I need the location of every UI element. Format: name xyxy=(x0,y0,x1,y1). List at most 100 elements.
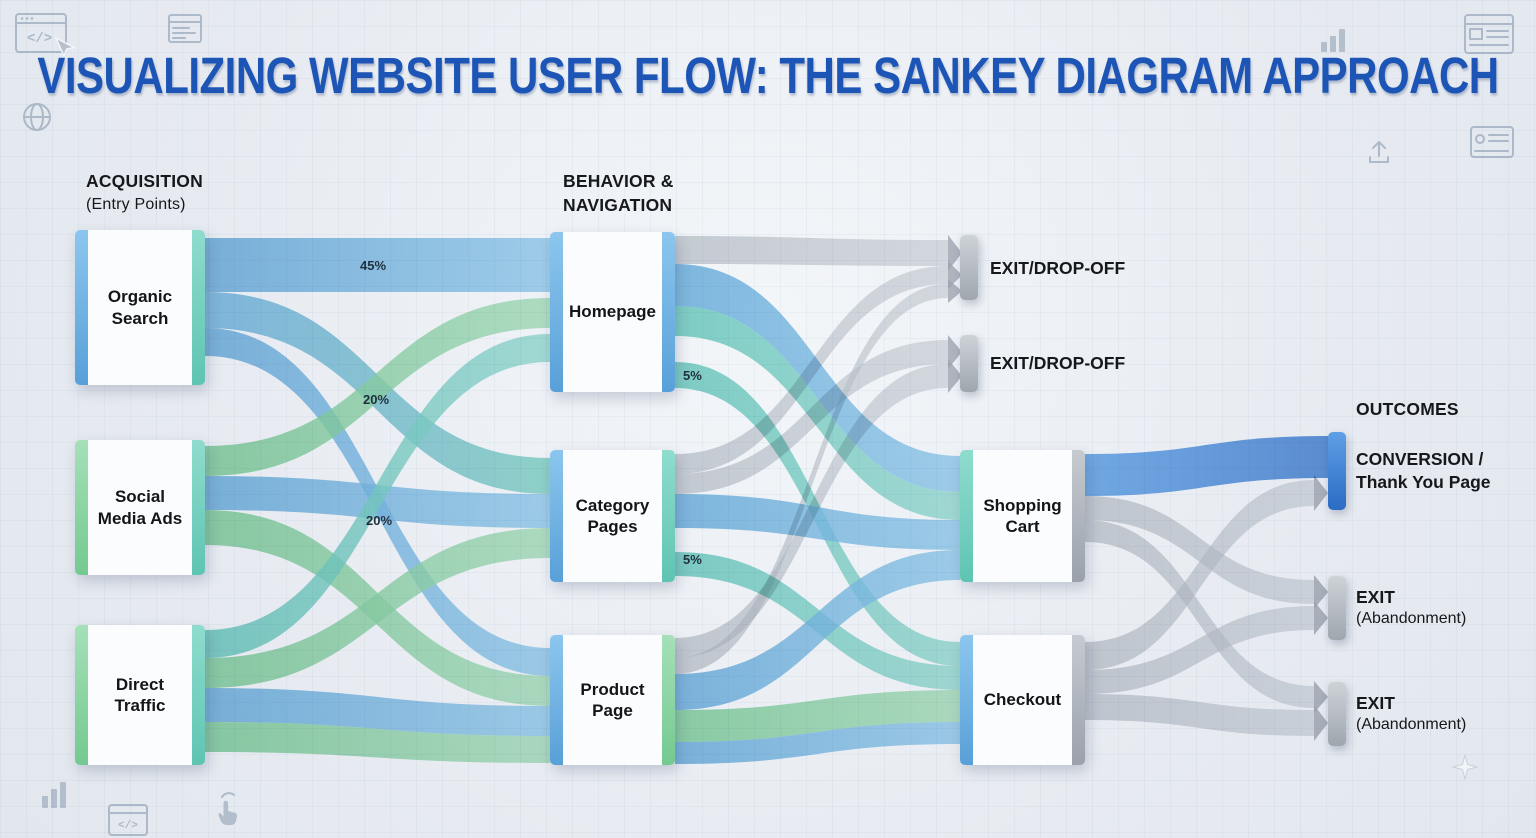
code-window-icon: </> xyxy=(108,804,148,836)
page-title-text: VISUALIZING WEBSITE USER FLOW: THE SANKE… xyxy=(37,46,1499,105)
node-label: Homepage xyxy=(550,232,675,392)
flow-label-organic-category: 20% xyxy=(363,392,390,407)
arrow-checkout-conversion xyxy=(1314,475,1328,511)
arrow-category-exit-mid xyxy=(948,335,962,369)
node-label-line: Checkout xyxy=(983,690,1062,710)
flow-direct-homepage xyxy=(205,334,550,658)
behavior-title-line2: NAVIGATION xyxy=(563,194,673,215)
label-abandonment-text: (Abandonment) xyxy=(1356,609,1467,627)
node-edge-right xyxy=(192,625,205,765)
node-label-line: Social xyxy=(114,487,166,507)
arrow-product-exit-top xyxy=(948,279,962,303)
touch-gesture-icon xyxy=(218,792,238,825)
node-edge-left xyxy=(75,625,88,765)
node-edge-left xyxy=(960,450,973,582)
flow-checkout-exit-upper xyxy=(1085,606,1314,694)
acquisition-subtitle: (Entry Points) xyxy=(86,195,186,213)
flow-direct-category xyxy=(205,528,550,688)
flow-product-exit-top xyxy=(675,284,948,674)
exit-bar-top xyxy=(960,235,978,300)
node-label-line: Organic xyxy=(107,287,173,307)
label-conversion-line1: CONVERSION / xyxy=(1356,449,1484,469)
upload-icon xyxy=(1369,141,1389,163)
node-label-line: Homepage xyxy=(569,302,656,322)
arrow-homepage-exit-top xyxy=(948,235,962,271)
label-exit-mid-text: EXIT/DROP-OFF xyxy=(990,353,1126,373)
sparkle-icon xyxy=(1452,754,1478,780)
node-label: Checkout xyxy=(960,635,1085,765)
node-label-line: Shopping xyxy=(983,495,1062,515)
arrow-cart-exit-lower xyxy=(1314,681,1328,713)
node-edge-left xyxy=(550,635,563,765)
browser-icon xyxy=(168,14,202,43)
node-edge-right xyxy=(192,440,205,575)
node-label-line: Product xyxy=(580,679,645,699)
flow-direct-product-1 xyxy=(205,688,550,736)
conversion-bar xyxy=(1328,432,1346,510)
node-label-line: Traffic xyxy=(114,696,166,715)
bar-chart-icon xyxy=(1321,29,1345,52)
node-edge-right xyxy=(662,635,675,765)
flow-homepage-exit-top xyxy=(675,236,948,266)
browser-window-icon xyxy=(1464,14,1514,54)
arrow-checkout-exit-upper xyxy=(1314,601,1328,635)
flow-label-homepage-checkout: 5% xyxy=(683,368,702,383)
column-header-outcomes: OUTCOMES xyxy=(1356,398,1459,422)
flow-label-organic-homepage: 45% xyxy=(360,258,387,273)
flow-cart-conversion xyxy=(1085,436,1328,496)
exit-abandonment-bar-upper xyxy=(1328,576,1346,640)
label-exit-text: EXIT xyxy=(1356,693,1395,713)
label-exit-abandonment-upper: EXIT (Abandonment) xyxy=(1356,586,1466,630)
node-edge-left xyxy=(550,450,563,582)
code-window-icon: </> xyxy=(15,13,77,59)
node-label-line: Category xyxy=(575,495,650,515)
flow-organic-homepage xyxy=(205,238,550,292)
label-exit-text: EXIT xyxy=(1356,587,1395,607)
svg-text:</>: </> xyxy=(118,820,138,832)
node-edge-left xyxy=(550,232,563,392)
node-checkout: Checkout xyxy=(960,635,1085,765)
column-header-acquisition: ACQUISITION (Entry Points) xyxy=(86,170,203,215)
node-label-line: Pages xyxy=(587,517,638,536)
node-homepage: Homepage xyxy=(550,232,675,392)
node-label-line: Page xyxy=(592,701,633,720)
acquisition-flow-group xyxy=(205,238,550,763)
exit-abandonment-bar-lower xyxy=(1328,682,1346,746)
flow-cart-exit-lower xyxy=(1085,520,1314,708)
flow-label-social-category: 20% xyxy=(366,513,393,528)
outcome-flow-group xyxy=(1085,436,1328,496)
behavior-flow-group xyxy=(675,264,960,764)
page-title: VISUALIZING WEBSITE USER FLOW: THE SANKE… xyxy=(0,47,1536,104)
flow-checkout-exit-lower xyxy=(1085,694,1314,736)
label-exit-abandonment-lower: EXIT (Abandonment) xyxy=(1356,692,1466,736)
node-label-line: Media Ads xyxy=(97,508,183,528)
svg-text:</>: </> xyxy=(27,31,52,47)
label-exit-top: EXIT/DROP-OFF xyxy=(990,257,1125,280)
flow-product-cart xyxy=(675,550,960,710)
flow-checkout-conversion xyxy=(1085,480,1314,670)
label-exit-mid: EXIT/DROP-OFF xyxy=(990,352,1125,375)
node-label-line: Cart xyxy=(1005,517,1040,536)
flow-category-cart xyxy=(675,494,960,550)
flow-label-category-checkout: 5% xyxy=(683,552,702,567)
node-edge-left xyxy=(75,440,88,575)
node-edge-right xyxy=(662,232,675,392)
flow-social-homepage xyxy=(205,298,550,476)
node-edge-right xyxy=(1072,635,1085,765)
node-edge-left xyxy=(960,635,973,765)
label-exit-top-text: EXIT/DROP-OFF xyxy=(990,258,1126,278)
flow-cart-exit-upper xyxy=(1085,496,1314,604)
flow-direct-product-2 xyxy=(205,722,550,763)
node-edge-right xyxy=(662,450,675,582)
